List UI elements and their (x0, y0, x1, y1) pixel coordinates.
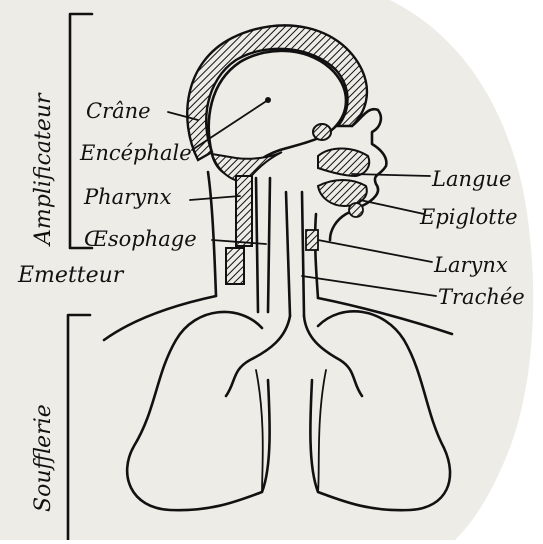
larynx-block (306, 230, 318, 250)
oesophagus-column (226, 248, 244, 284)
epiglottis-mark (349, 203, 363, 217)
group-label-amplificateur: Amplificateur (31, 92, 56, 247)
encephale-dot (265, 97, 271, 103)
label-crane: Crâne (86, 99, 151, 123)
label-trachee: Trachée (438, 285, 525, 309)
label-pharynx: Pharynx (83, 185, 172, 209)
group-label-soufflerie: Soufflerie (31, 404, 56, 512)
label-encephale: Encéphale (79, 141, 192, 165)
pharynx-column (236, 176, 252, 246)
label-oesophage: Œsophage (84, 227, 197, 251)
label-langue: Langue (431, 167, 511, 191)
nasal-cavity (313, 124, 331, 140)
label-larynx: Larynx (433, 253, 508, 277)
label-epiglotte: Epiglotte (419, 205, 518, 229)
group-label-emetteur: Emetteur (17, 263, 125, 288)
